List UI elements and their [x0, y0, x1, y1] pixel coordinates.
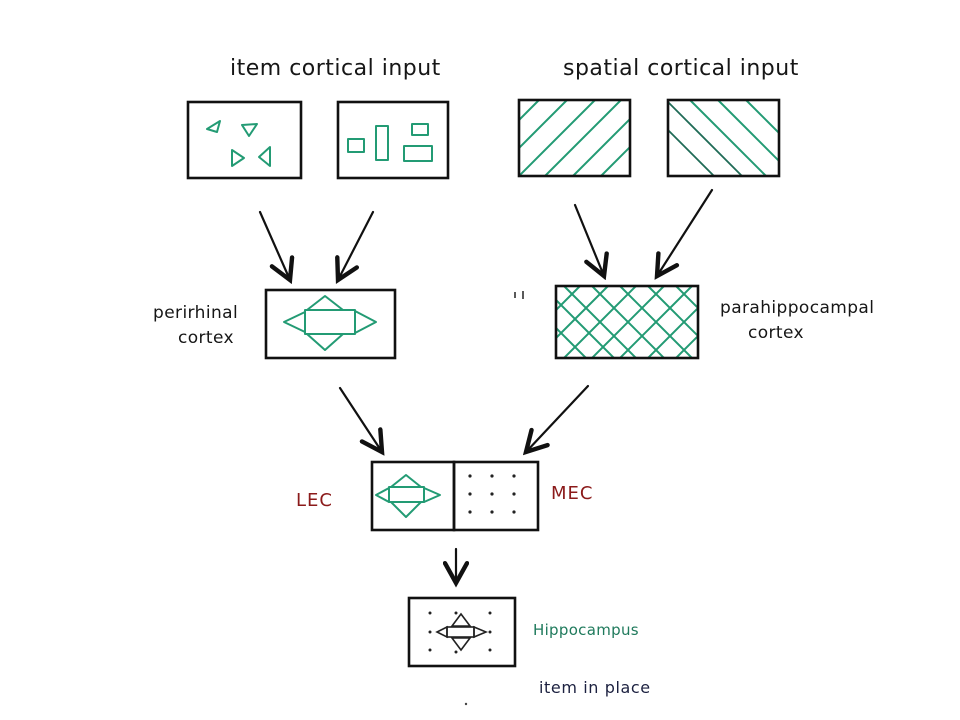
arrow-perirhinal-to-lec	[338, 386, 382, 452]
arrow-rectangles-to-perirhinal	[338, 210, 375, 280]
item-cortical-input-label: item cortical input	[230, 56, 441, 81]
perirhinal-label-line1: perirhinal	[153, 303, 238, 323]
parahippocampal-label-line1: parahippocampal	[720, 298, 874, 318]
arrow-spatial2-to-parahippocampal	[657, 188, 714, 276]
spatial-cortical-input-label: spatial cortical input	[563, 56, 799, 81]
parahippocampal-label-line2: cortex	[748, 323, 804, 343]
mec-label: MEC	[551, 483, 593, 504]
arrow-spatial1-to-parahippocampal	[573, 203, 604, 276]
stray-dot	[464, 702, 468, 706]
spatial-input-box-diagonal-2	[666, 98, 781, 178]
arrow-parahippocampal-to-mec	[526, 384, 590, 452]
mec-box	[452, 460, 540, 532]
perirhinal-cortex-box	[264, 288, 397, 360]
arrow-triangles-to-perirhinal	[258, 210, 290, 280]
item-input-box-rectangles	[336, 100, 450, 180]
hippocampus-box	[407, 596, 517, 668]
perirhinal-label-line2: cortex	[178, 328, 234, 348]
spatial-input-box-diagonal-1	[517, 98, 632, 178]
lec-box	[370, 460, 456, 532]
lec-label: LEC	[296, 490, 333, 511]
item-in-place-label: item in place	[539, 678, 651, 697]
hippocampus-label: Hippocampus	[533, 621, 639, 639]
item-input-box-triangles	[186, 100, 303, 180]
stray-ink-marks	[514, 291, 524, 299]
parahippocampal-cortex-box	[554, 284, 700, 360]
